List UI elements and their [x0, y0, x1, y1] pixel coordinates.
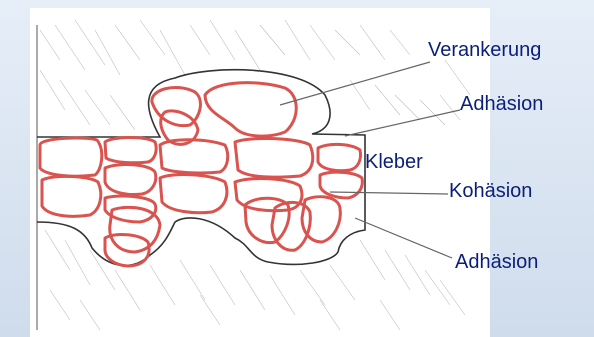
anchor-cell [302, 197, 340, 242]
lower-substrate-hatching [45, 230, 465, 330]
glue-cell [235, 138, 313, 177]
upper-substrate-hatching [40, 20, 470, 130]
glue-cell [40, 138, 102, 176]
label-kohasion: Kohäsion [449, 181, 532, 201]
label-adhasion-bottom: Adhäsion [455, 252, 538, 272]
leader-adhasion-bottom [355, 218, 452, 258]
label-verankerung: Verankerung [428, 40, 541, 60]
label-kleber: Kleber [365, 152, 423, 172]
anchor-cell [110, 207, 160, 252]
anchor-cell [205, 83, 296, 136]
leader-kohasion [330, 192, 448, 194]
leader-verankerung [280, 62, 430, 105]
glue-cell [160, 175, 227, 213]
glue-cell [320, 172, 362, 198]
label-adhasion-top: Adhäsion [460, 94, 543, 114]
glue-cell [42, 176, 101, 216]
glue-cell [105, 138, 156, 163]
glue-cell [105, 165, 156, 195]
glue-cell [160, 140, 228, 173]
adhesive-cells [40, 83, 362, 266]
glue-cell [318, 144, 361, 170]
